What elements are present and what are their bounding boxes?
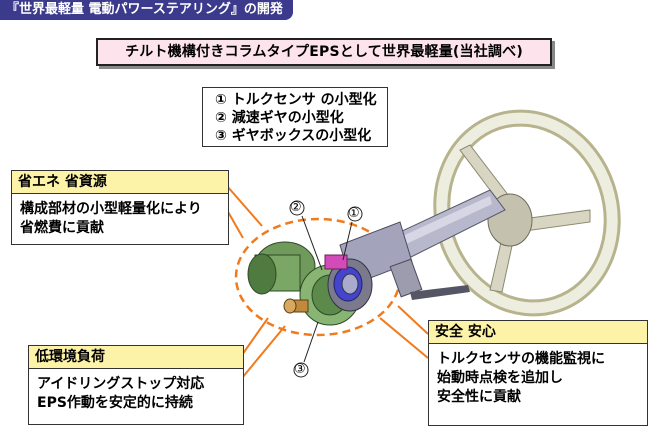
eco-callout-header: 省エネ 省資源 [12,171,228,194]
headline-banner: チルト機構付きコラムタイプEPSとして世界最軽量(当社調べ) [96,38,552,66]
marker-3 [293,362,309,378]
safety-callout: 安全 安心 トルクセンサの機能監視に 始動時点検を追加し 安全性に貢献 [428,320,648,426]
marker-2 [289,200,305,216]
callout-connectors [226,185,429,379]
point-torque-sensor: ① トルクセンサ の小型化 [215,92,377,108]
environment-callout: 低環境負荷 アイドリングストップ対応 EPS作動を安定的に持続 [28,345,244,425]
number-pointers [301,215,353,363]
marker-2-label: ② [290,200,302,215]
eco-connector-top [226,185,263,227]
environment-callout-header: 低環境負荷 [29,346,243,369]
eco-callout: 省エネ 省資源 構成部材の小型軽量化により 省燃費に貢献 [11,170,229,245]
safety-connector-top [397,305,429,335]
safety-callout-body: トルクセンサの機能監視に 始動時点検を追加し 安全性に貢献 [429,344,647,413]
eco-connector-bottom [226,209,244,239]
steering-column [339,189,506,300]
environment-line-2: EPS作動を安定的に持続 [37,395,193,411]
env-connector-top [241,317,269,356]
safety-connector-bottom [379,317,429,359]
env-connector-bottom [241,325,286,379]
improvement-points-box: ① トルクセンサ の小型化 ② 減速ギヤの小型化 ③ ギヤボックスの小型化 [202,87,388,147]
safety-callout-header: 安全 安心 [429,321,647,344]
number-markers [289,200,363,378]
point-gearbox: ③ ギヤボックスの小型化 [215,128,372,144]
marker-1-label: ① [348,206,360,221]
environment-line-1: アイドリングストップ対応 [37,376,205,392]
safety-line-3: 安全性に貢献 [437,389,521,405]
marker-1 [347,206,363,222]
point-reduction-gear: ② 減速ギヤの小型化 [215,110,344,126]
marker-3-label: ③ [294,362,306,377]
eco-line-2: 省燃費に貢献 [20,220,104,236]
safety-line-1: トルクセンサの機能監視に [437,351,605,367]
safety-line-2: 始動時点検を追加し [437,370,563,386]
eco-callout-body: 構成部材の小型軽量化により 省燃費に貢献 [12,194,228,244]
eps-gear-assembly [247,241,373,326]
page-title: 『世界最軽量 電動パワーステアリング』の開発 [0,0,293,20]
environment-callout-body: アイドリングストップ対応 EPS作動を安定的に持続 [29,369,243,419]
eco-line-1: 構成部材の小型軽量化により [20,201,202,217]
